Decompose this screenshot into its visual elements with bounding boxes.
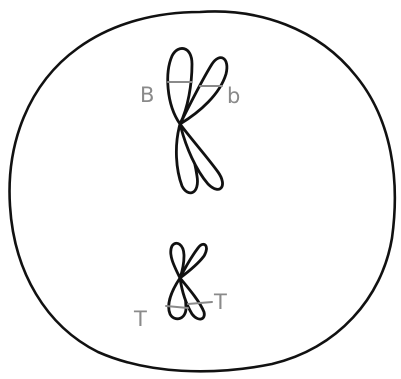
chromosome-upper: B b — [140, 48, 240, 192]
chromosome-lower: T T — [133, 243, 227, 331]
allele-label-lower-right: T — [213, 290, 227, 314]
allele-label-upper-right: b — [227, 84, 240, 108]
allele-label-lower-left: T — [133, 307, 147, 331]
allele-label-upper-left: B — [140, 83, 154, 107]
